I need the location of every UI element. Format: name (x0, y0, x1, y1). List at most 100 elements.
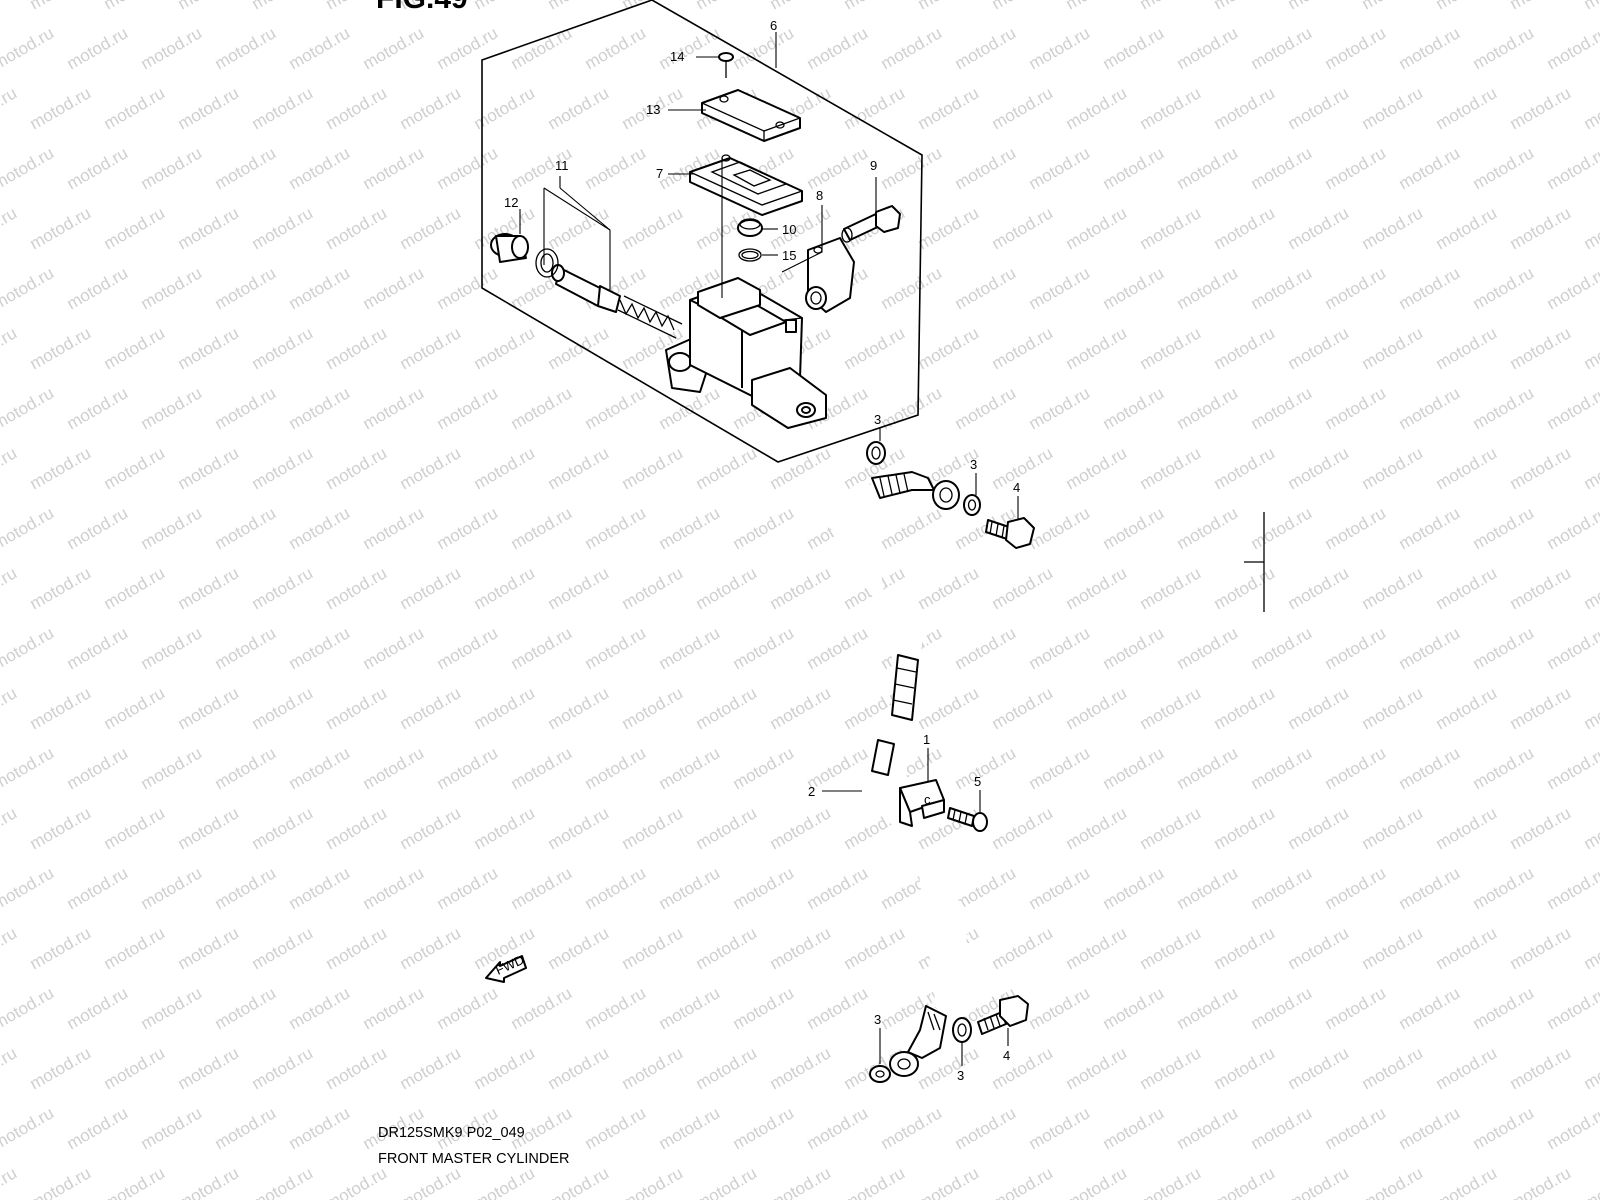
watermark-text: motod.ru (1433, 323, 1501, 373)
watermark-text: motod.ru (0, 923, 20, 973)
watermark-text: motod.ru (64, 143, 132, 193)
watermark-text: motod.ru (323, 1163, 391, 1200)
watermark-text: motod.ru (138, 263, 206, 313)
union-bolt-lower (977, 995, 1029, 1035)
watermark-text: motod.ru (1359, 1043, 1427, 1093)
watermark-text: motod.ru (619, 1043, 687, 1093)
watermark-text: motod.ru (1211, 923, 1279, 973)
watermark-text: motod.ru (1137, 1163, 1205, 1200)
watermark-text: motod.ru (1063, 683, 1131, 733)
watermark-text: motod.ru (545, 1043, 613, 1093)
watermark-text: motod.ru (1322, 623, 1390, 673)
watermark-text: motod.ru (582, 23, 650, 73)
callout-4-upper: 4 (1013, 480, 1020, 495)
watermark-text: motod.ru (545, 683, 613, 733)
watermark-text: motod.ru (101, 683, 169, 733)
watermark-text: motod.ru (1544, 383, 1600, 433)
watermark-text: motod.ru (212, 23, 280, 73)
watermark-text: motod.ru (1137, 443, 1205, 493)
watermark-text: motod.ru (767, 0, 835, 13)
watermark-text: motod.ru (1063, 323, 1131, 373)
callout-6: 6 (770, 18, 777, 33)
watermark-text: motod.ru (138, 23, 206, 73)
assembly-outline (481, 0, 923, 463)
watermark-text: motod.ru (767, 923, 835, 973)
watermark-text: motod.ru (1507, 1043, 1575, 1093)
cover-screw (718, 52, 734, 78)
watermark-text: motod.ru (952, 23, 1020, 73)
watermark-text: motod.ru (1137, 203, 1205, 253)
watermark-text: motod.ru (0, 983, 57, 1033)
watermark-text: motod.ru (693, 0, 761, 13)
callout-3-lower-right: 3 (957, 1068, 964, 1083)
watermark-text: motod.ru (101, 923, 169, 973)
watermark-text: motod.ru (397, 923, 465, 973)
watermark-text: motod.ru (0, 563, 20, 613)
watermark-text: motod.ru (1100, 143, 1168, 193)
watermark-text: motod.ru (1322, 503, 1390, 553)
watermark-text: motod.ru (471, 803, 539, 853)
watermark-text: motod.ru (397, 803, 465, 853)
watermark-text: motod.ru (1174, 23, 1242, 73)
watermark-text: motod.ru (249, 563, 317, 613)
callout-13: 13 (646, 102, 660, 117)
watermark-text: motod.ru (175, 323, 243, 373)
watermark-text: motod.ru (1100, 383, 1168, 433)
master-cylinder-body (665, 277, 827, 429)
watermark-text: motod.ru (1544, 263, 1600, 313)
watermark-text: motod.ru (1248, 863, 1316, 913)
watermark-text: motod.ru (952, 623, 1020, 673)
watermark-text: motod.ru (101, 563, 169, 613)
watermark-text: motod.ru (1507, 443, 1575, 493)
callout-8: 8 (816, 188, 823, 203)
watermark-text: motod.ru (360, 383, 428, 433)
watermark-text: motod.ru (360, 263, 428, 313)
watermark-text: motod.ru (1248, 23, 1316, 73)
watermark-text: motod.ru (1396, 743, 1464, 793)
watermark-text: motod.ru (915, 683, 983, 733)
watermark-text: motod.ru (1359, 563, 1427, 613)
watermark-text: motod.ru (0, 23, 57, 73)
watermark-text: motod.ru (249, 323, 317, 373)
watermark-text: motod.ru (1137, 683, 1205, 733)
watermark-text: motod.ru (101, 323, 169, 373)
watermark-text: motod.ru (1396, 143, 1464, 193)
watermark-text: motod.ru (508, 503, 576, 553)
watermark-text: motod.ru (27, 1043, 95, 1093)
watermark-text: motod.ru (1581, 563, 1600, 613)
washer-lower-right (952, 1017, 972, 1043)
watermark-text: motod.ru (0, 143, 57, 193)
watermark-text: motod.ru (1248, 143, 1316, 193)
callout-10: 10 (782, 222, 796, 237)
watermark-text: motod.ru (878, 503, 946, 553)
watermark-text: motod.ru (1396, 1103, 1464, 1153)
watermark-text: motod.ru (0, 623, 57, 673)
watermark-text: motod.ru (64, 263, 132, 313)
watermark-text: motod.ru (323, 203, 391, 253)
watermark-text: motod.ru (915, 563, 983, 613)
watermark-text: motod.ru (1285, 803, 1353, 853)
washer-lower-left (869, 1065, 891, 1083)
watermark-text: motod.ru (989, 83, 1057, 133)
watermark-text: motod.ru (804, 983, 872, 1033)
watermark-text: motod.ru (1396, 263, 1464, 313)
watermark-text: motod.ru (1137, 1043, 1205, 1093)
watermark-text: motod.ru (1137, 923, 1205, 973)
watermark-text: motod.ru (1359, 923, 1427, 973)
watermark-text: motod.ru (0, 203, 20, 253)
watermark-text: motod.ru (27, 1163, 95, 1200)
watermark-text: motod.ru (1211, 83, 1279, 133)
watermark-text: motod.ru (0, 503, 57, 553)
watermark-text: motod.ru (471, 1163, 539, 1200)
watermark-text: motod.ru (730, 623, 798, 673)
watermark-text: motod.ru (434, 503, 502, 553)
watermark-text: motod.ru (471, 323, 539, 373)
watermark-text: motod.ru (27, 923, 95, 973)
watermark-text: motod.ru (1026, 383, 1094, 433)
watermark-text: motod.ru (175, 563, 243, 613)
watermark-text: motod.ru (841, 323, 909, 373)
watermark-text: motod.ru (249, 803, 317, 853)
watermark-text: motod.ru (804, 623, 872, 673)
watermark-text: motod.ru (1026, 623, 1094, 673)
watermark-text: motod.ru (508, 383, 576, 433)
